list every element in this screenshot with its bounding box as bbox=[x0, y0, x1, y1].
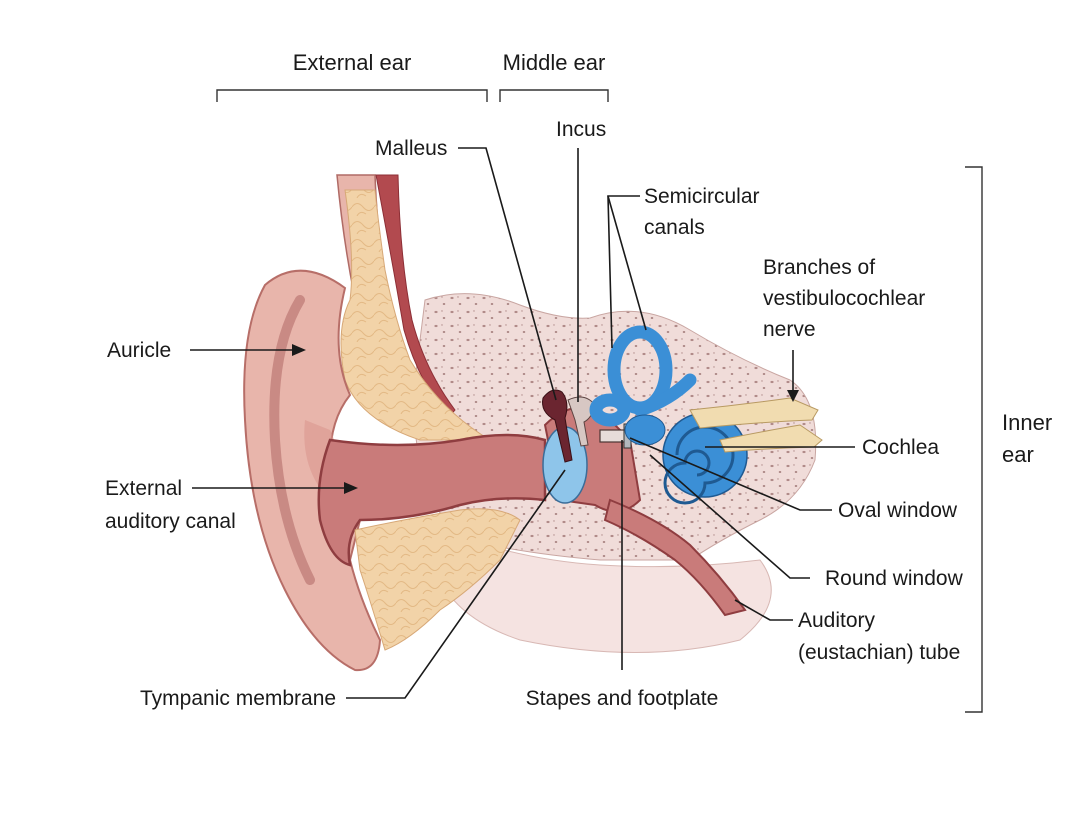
auditory-canal-shape bbox=[317, 433, 547, 567]
external-canal-label-line2: auditory canal bbox=[105, 510, 236, 533]
malleus-label: Malleus bbox=[375, 137, 447, 160]
auricle-helix bbox=[269, 295, 315, 585]
nerve-arrowhead bbox=[787, 390, 799, 402]
middle-ear-bracket bbox=[499, 89, 609, 102]
cartilage-upper bbox=[340, 189, 492, 441]
inner-ear-label-line2: ear bbox=[1002, 442, 1034, 467]
canal-lower-cartilage bbox=[354, 508, 521, 651]
oval-window-label: Oval window bbox=[838, 499, 958, 522]
round-window-label: Round window bbox=[825, 567, 964, 590]
stapes-label: Stapes and footplate bbox=[526, 687, 719, 710]
auricle-arrowhead bbox=[292, 344, 306, 356]
semicircular-canals-shape bbox=[589, 325, 697, 427]
external-canal-label-line1: External bbox=[105, 477, 182, 500]
semicircular-label-line2: canals bbox=[644, 216, 705, 239]
branches-label-line1: Branches of bbox=[763, 256, 875, 279]
inner-ear-label-line1: Inner bbox=[1002, 410, 1052, 435]
eustachian-tube bbox=[603, 498, 747, 617]
semicircular-leader-2 bbox=[607, 195, 647, 331]
branches-label-line3: nerve bbox=[763, 318, 816, 341]
external-canal-arrowhead bbox=[344, 482, 358, 494]
tympanic-leader bbox=[346, 469, 566, 699]
external-ear-label: External ear bbox=[293, 50, 412, 75]
auditory-tube-leader bbox=[734, 599, 793, 621]
malleus-leader bbox=[458, 147, 557, 401]
oval-window-leader bbox=[629, 437, 832, 511]
branches-label-line2: vestibulocochlear bbox=[763, 287, 925, 310]
auditory-tube-label-line2: (eustachian) tube bbox=[798, 641, 960, 664]
cochlea-label: Cochlea bbox=[862, 436, 939, 459]
round-window-leader bbox=[649, 454, 810, 579]
tympanic-membrane-label: Tympanic membrane bbox=[140, 687, 336, 710]
semicircular-label-line1: Semicircular bbox=[644, 185, 760, 208]
skull-skin bbox=[439, 529, 772, 653]
vestibulocochlear-nerve-shape bbox=[689, 397, 823, 453]
muscle-strip bbox=[375, 174, 456, 419]
auditory-tube-label-line1: Auditory bbox=[798, 609, 876, 632]
inner-ear-bracket bbox=[965, 166, 983, 713]
vestibule bbox=[624, 414, 666, 446]
auricle-label: Auricle bbox=[107, 339, 171, 362]
incus-label: Incus bbox=[556, 118, 606, 141]
external-ear-bracket bbox=[216, 89, 488, 102]
middle-ear-label: Middle ear bbox=[503, 50, 606, 75]
